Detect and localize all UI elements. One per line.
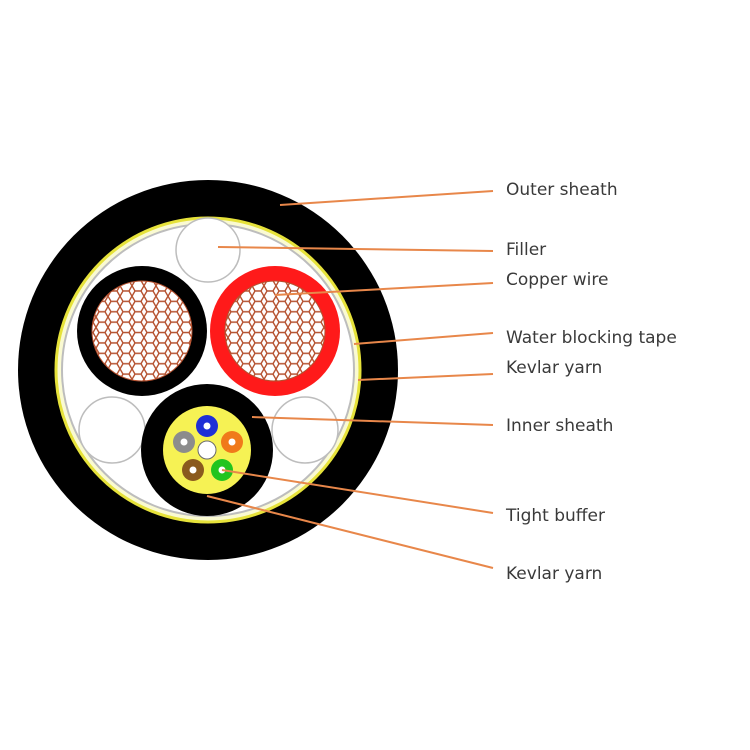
label-tight-buffer: Tight buffer: [506, 506, 605, 526]
label-inner-sheath: Inner sheath: [506, 416, 614, 436]
leader-kevlar-yarn-inner: [206, 495, 494, 569]
fiber-center-white: [197, 440, 217, 460]
label-kevlar-yarn-inner: Kevlar yarn: [506, 564, 603, 584]
filler-right: [271, 396, 339, 464]
filler-left: [78, 396, 146, 464]
filler-top: [175, 217, 241, 283]
fiber-gray: [173, 431, 195, 453]
copper-wire-right-core: [224, 280, 326, 382]
leader-copper-wire: [274, 282, 494, 296]
label-water-blocking-tape: Water blocking tape: [506, 328, 677, 348]
fiber-blue: [196, 415, 218, 437]
leader-tight-buffer: [221, 469, 494, 514]
leader-filler: [217, 246, 494, 252]
leader-inner-sheath: [251, 416, 494, 426]
label-outer-sheath: Outer sheath: [506, 180, 618, 200]
copper-wire-left-core: [91, 280, 193, 382]
fiber-brown: [182, 459, 204, 481]
label-copper-wire: Copper wire: [506, 270, 609, 290]
label-filler: Filler: [506, 240, 547, 260]
fiber-orange: [221, 431, 243, 453]
leader-water-blocking-tape: [353, 332, 494, 345]
leader-lines: [206, 190, 494, 569]
leader-outer-sheath: [279, 190, 494, 206]
leader-kevlar-yarn-outer: [357, 373, 494, 381]
label-kevlar-yarn-outer: Kevlar yarn: [506, 358, 603, 378]
